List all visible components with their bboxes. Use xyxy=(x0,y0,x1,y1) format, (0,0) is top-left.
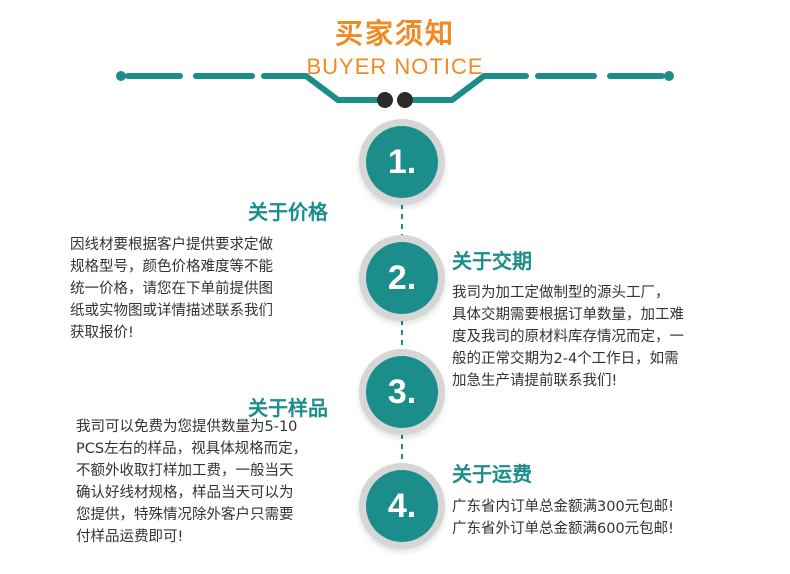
sample-section-text: 我司可以免费为您提供数量为5-10 PCS左右的样品，视具体规格而定， 不额外收… xyxy=(76,416,307,548)
shipping-section-title: 关于运费 xyxy=(452,462,532,486)
right-end-dot xyxy=(664,71,674,81)
delivery-line: 具体交期需要根据订单数量，加工难 xyxy=(452,307,684,323)
price-line: 纸或实物图或详情描述联系我们 xyxy=(70,303,273,319)
left-bracket-line xyxy=(125,73,387,103)
step-3-badge: 3. xyxy=(366,356,438,428)
left-knob xyxy=(377,92,393,108)
header-decoration xyxy=(116,71,674,108)
right-knob xyxy=(397,92,413,108)
step-4-badge: 4. xyxy=(366,470,438,542)
price-line: 因线材要根据客户提供要求定做 xyxy=(70,237,273,253)
price-section-title: 关于价格 xyxy=(248,200,328,224)
sample-line: 付样品运费即可! xyxy=(76,529,184,545)
delivery-section-title: 关于交期 xyxy=(452,249,532,273)
sample-line: 我司可以免费为您提供数量为5-10 xyxy=(76,419,298,435)
step-1-badge: 1. xyxy=(366,126,438,198)
price-line: 获取报价! xyxy=(70,325,134,341)
page-subtitle: BUYER NOTICE xyxy=(306,54,484,79)
step-2-badge: 2. xyxy=(366,242,438,314)
page-title: 买家须知 xyxy=(334,17,455,50)
shipping-line: 广东省外订单总金额满600元包邮! xyxy=(452,521,674,537)
left-end-dot xyxy=(116,71,126,81)
sample-line: 不额外收取打样加工费，一般当天 xyxy=(76,463,294,479)
right-bracket-line xyxy=(403,73,665,103)
sample-line: 您提供，特殊情况除外客户只需要 xyxy=(76,507,294,523)
delivery-line: 度及我司的原材料库存情况而定，一 xyxy=(452,329,684,345)
price-section-text: 因线材要根据客户提供要求定做 规格型号，颜色价格难度等不能 统一价格，请您在下单… xyxy=(70,234,273,344)
price-line: 规格型号，颜色价格难度等不能 xyxy=(70,259,273,275)
shipping-section-text: 广东省内订单总金额满300元包邮! 广东省外订单总金额满600元包邮! xyxy=(452,496,674,540)
price-line: 统一价格，请您在下单前提供图 xyxy=(70,281,273,297)
shipping-line: 广东省内订单总金额满300元包邮! xyxy=(452,499,674,515)
sample-line: 确认好线材规格，样品当天可以为 xyxy=(76,485,294,501)
delivery-line: 我司为加工定做制型的源头工厂， xyxy=(452,285,670,301)
delivery-line: 加急生产请提前联系我们! xyxy=(452,373,618,389)
sample-line: PCS左右的样品，视具体规格而定， xyxy=(76,441,308,457)
sample-section-title: 关于样品 xyxy=(248,396,328,420)
delivery-section-text: 我司为加工定做制型的源头工厂， 具体交期需要根据订单数量，加工难 度及我司的原材… xyxy=(452,282,684,392)
delivery-line: 般的正常交期为2-4个工作日，如需 xyxy=(452,351,679,367)
